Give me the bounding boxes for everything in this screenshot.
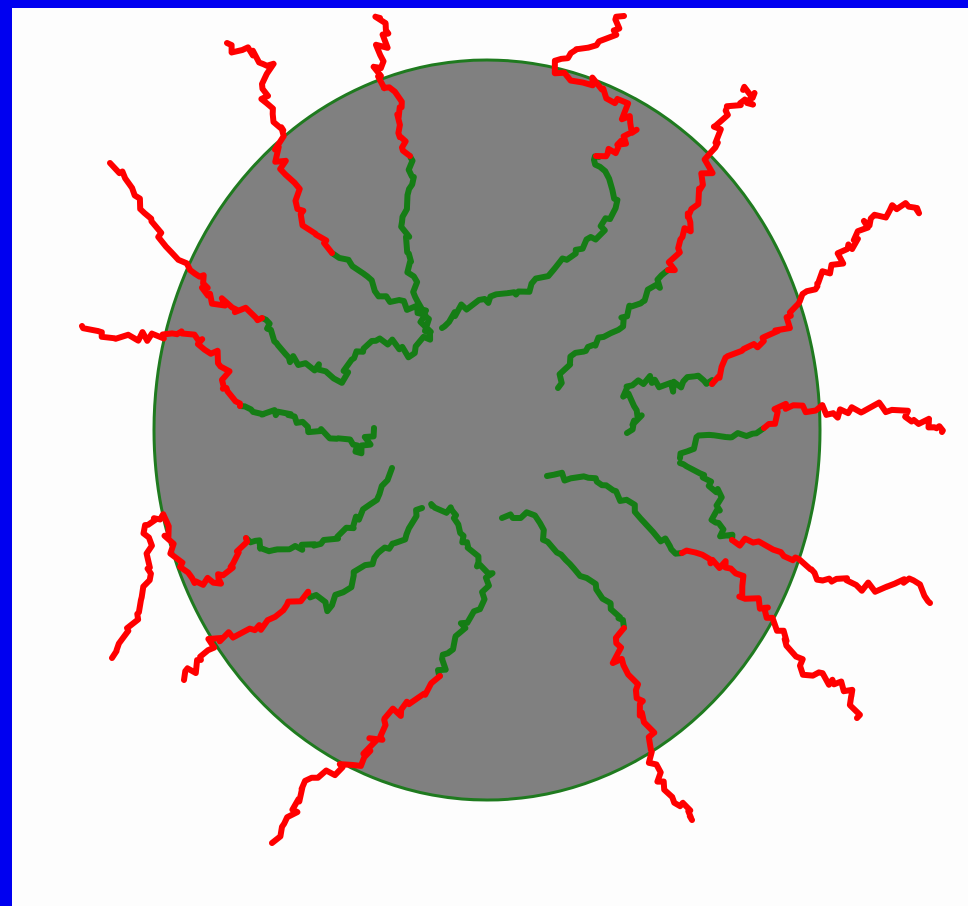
micelle-core (154, 60, 820, 800)
diagram-canvas (12, 8, 968, 906)
micelle-diagram (12, 8, 968, 906)
